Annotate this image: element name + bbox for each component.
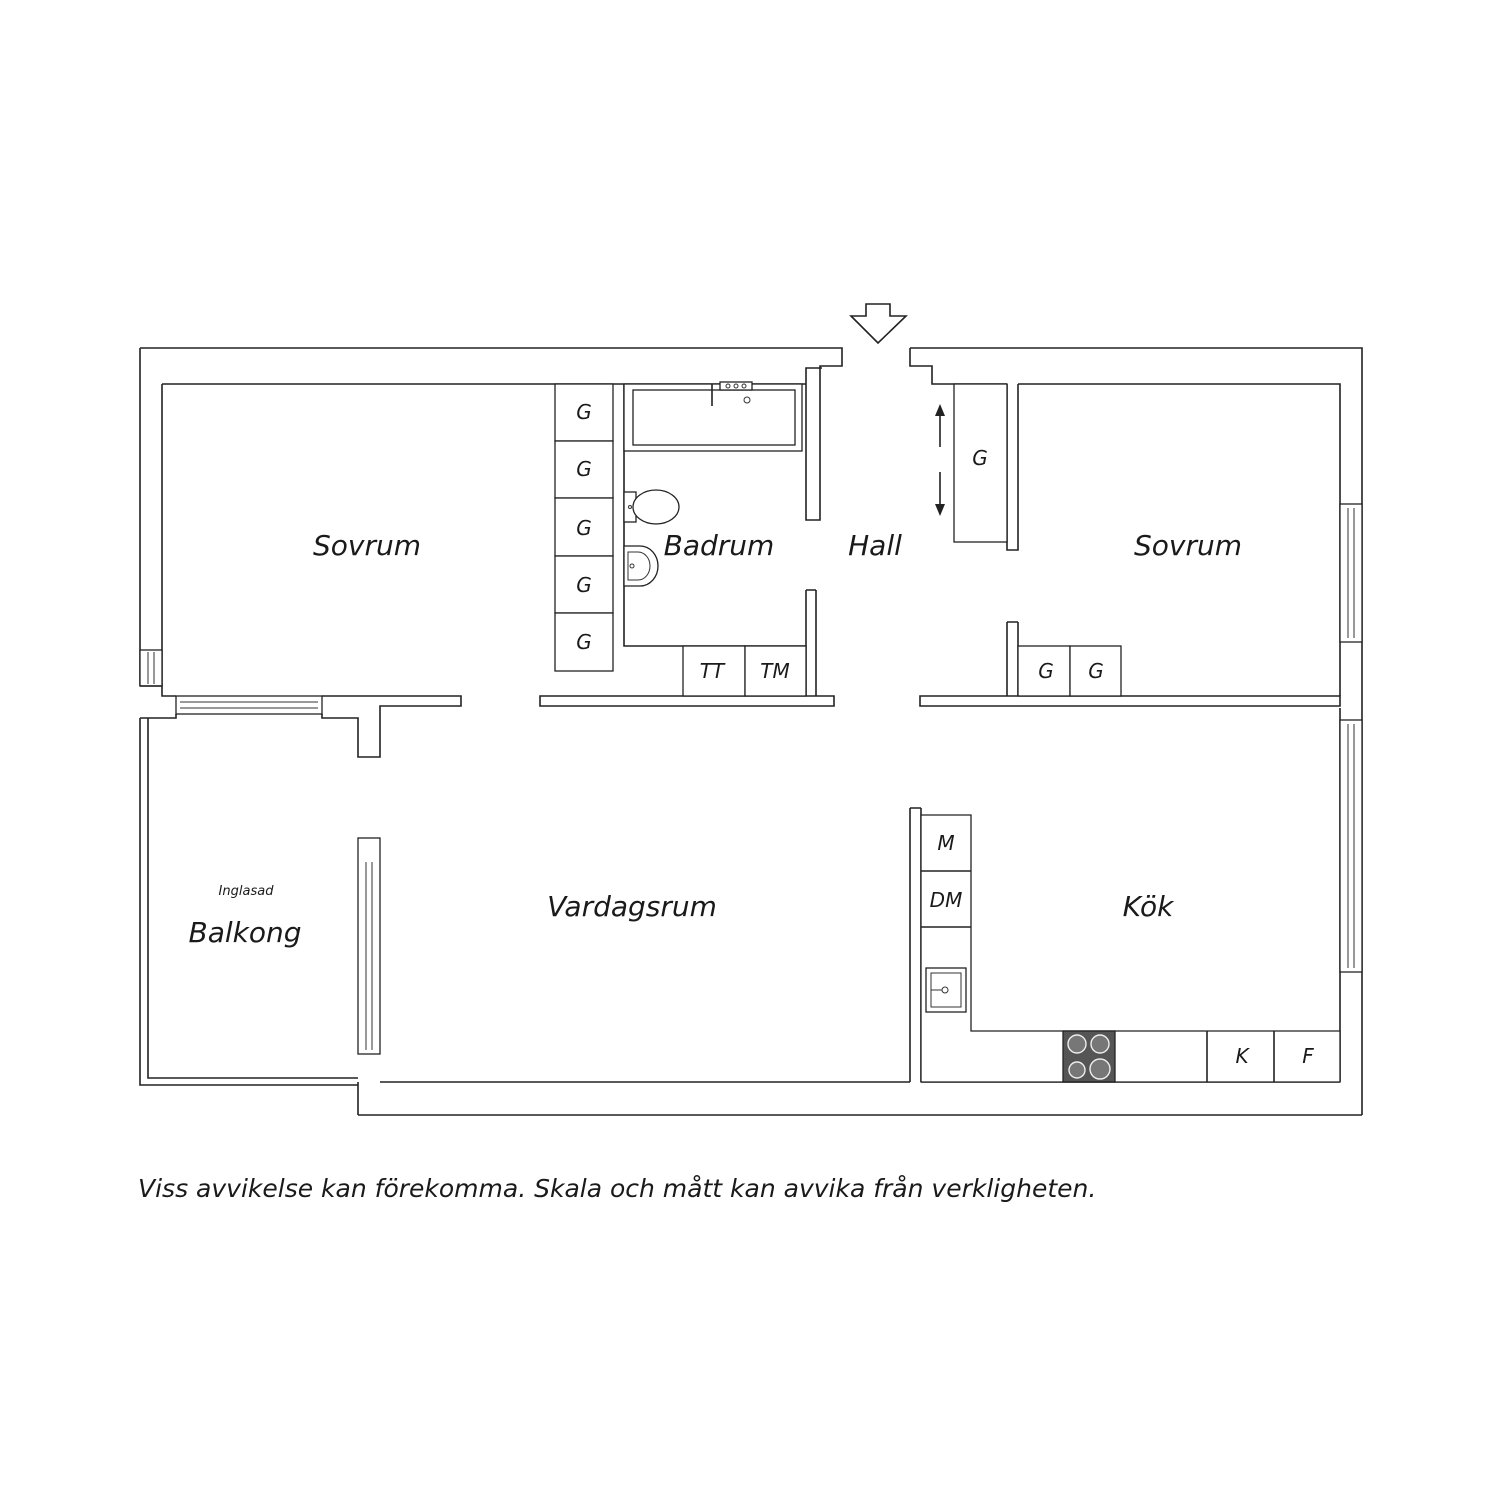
- hall-wardrobe: G: [953, 383, 1008, 543]
- room-label-sovrum-right: Sovrum: [1134, 529, 1242, 562]
- wardrobe-label: G: [576, 400, 592, 424]
- wardrobe-label: G: [576, 516, 592, 540]
- laundry-appliances: TT TM: [682, 645, 807, 697]
- windows: [139, 503, 1363, 1055]
- outer-walls: [139, 347, 1363, 1116]
- toilet-icon: [623, 489, 680, 525]
- bathtub-icon: [623, 381, 803, 452]
- sliding-door-arrow-icon: [935, 404, 945, 516]
- microwave-label: M: [937, 831, 954, 855]
- room-label-hall: Hall: [848, 529, 902, 562]
- fridge-label: K: [1235, 1044, 1250, 1068]
- wardrobe-label: G: [1038, 659, 1054, 683]
- kitchen-counter: M DM K F: [920, 814, 1341, 1083]
- entrance-arrow-icon: [849, 303, 908, 345]
- room-label-vardagsrum: Vardagsrum: [547, 890, 717, 923]
- room-label-balkong: Balkong: [188, 916, 301, 949]
- dishwasher-label: DM: [930, 888, 963, 912]
- wardrobe-label: G: [1088, 659, 1104, 683]
- room-label-sovrum-left: Sovrum: [313, 529, 421, 562]
- kitchen-sink-icon: [925, 967, 967, 1013]
- wardrobe-label: G: [576, 630, 592, 654]
- room-label-balkong-note: Inglasad: [219, 884, 275, 899]
- stove-icon: [1062, 1030, 1116, 1083]
- room-label-badrum: Badrum: [664, 529, 775, 562]
- freezer-label: F: [1302, 1044, 1314, 1068]
- wardrobe-label: G: [576, 573, 592, 597]
- tumble-dryer-label: TT: [700, 659, 726, 683]
- wardrobe-label: G: [576, 457, 592, 481]
- wardrobe-label: G: [972, 446, 988, 470]
- disclaimer-text: Viss avvikelse kan förekomma. Skala och …: [138, 1174, 1097, 1203]
- interior-walls: [139, 384, 1341, 1086]
- room-label-kok: Kök: [1123, 890, 1175, 923]
- wardrobe-right-bedroom: G G: [1017, 645, 1122, 697]
- washing-machine-label: TM: [760, 659, 789, 683]
- sink-icon: [623, 545, 659, 587]
- wardrobe-column-left: G G G G G: [554, 383, 614, 672]
